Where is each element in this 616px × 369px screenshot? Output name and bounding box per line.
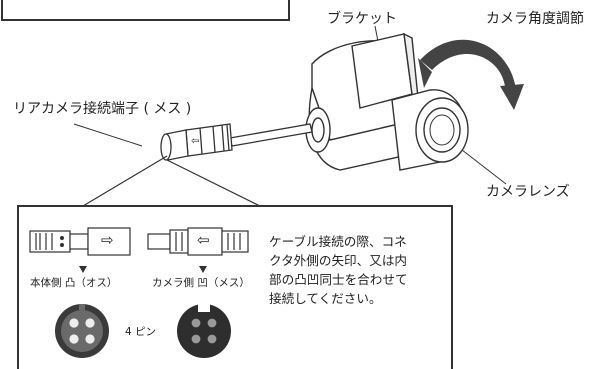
lens-label: カメラレンズ [486,184,570,200]
female-arrow-icon: ⇦ [197,231,210,249]
upper-box-frame [1,0,290,21]
body-side-pointer [79,266,87,273]
camera-side-pointer [199,266,207,273]
camera-side-label: カメラ側 凹（メス） [152,277,250,289]
pin-count-label: 4 ピン [125,326,157,338]
camera-lens [415,97,469,163]
angle-adjust-label: カメラ角度調節 [486,11,584,27]
note-line: 部の凸凹同士を合わせて [269,272,408,287]
connection-note: ケーブル接続の際、コネ クタ外側の矢印、又は内 部の凸凹同士を合わせて 接続して… [269,232,408,308]
inset-frame [17,205,453,369]
male-connector [29,227,131,256]
note-line: クタ外側の矢印、又は内 [269,253,408,268]
female-connector [147,227,249,256]
male-pin-face [55,304,109,358]
note-line: ケーブル接続の際、コネ [269,234,407,249]
angle-rotate-arrow [418,39,524,110]
female-pin-face [177,304,231,358]
bracket-label: ブラケット [327,11,397,27]
rear-connector-label: リアカメラ接続端子 ( メス ) [13,101,192,117]
body-side-label: 本体側 凸（オス） [30,277,118,289]
note-line: 接続してください。 [269,291,382,306]
connector-leader-line [73,123,143,147]
connector-arrow-icon: ⇦ [191,136,200,147]
rear-connector [160,123,233,161]
male-arrow-icon: ⇨ [101,231,114,249]
zoom-callout-lines [82,155,261,207]
camera-cable [229,123,313,147]
